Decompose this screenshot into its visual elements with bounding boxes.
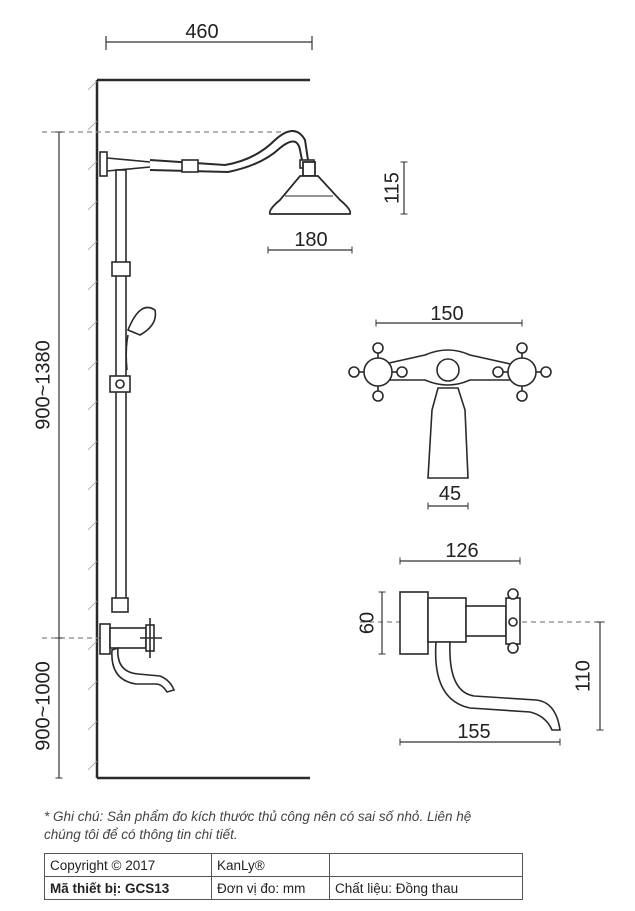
technical-drawing: 460 115 180 900~1380 900~1000 150 45 126…	[32, 21, 605, 780]
right-handle	[492, 342, 552, 402]
dimension-labels: 460 115 180 900~1380 900~1000 150 45 126…	[32, 21, 594, 751]
wall-hatching	[87, 80, 98, 771]
bath-mixer	[99, 618, 176, 693]
shower-column	[99, 130, 315, 613]
empty-cell	[329, 853, 523, 877]
dim-total-height: 900~1380	[32, 340, 54, 430]
dim-top-spout-width: 45	[439, 483, 461, 505]
dim-overall-width: 460	[185, 21, 218, 43]
dim-side-thickness: 60	[356, 612, 378, 634]
note-line-1: * Ghi chú: Sản phẩm đo kích thước thủ cô…	[44, 809, 472, 824]
dim-spout-length: 155	[457, 721, 490, 743]
mixer-top-view	[348, 342, 552, 479]
dim-top-valve-width: 150	[430, 303, 463, 325]
mixer-side-view	[399, 588, 561, 731]
copyright-cell: Copyright © 2017	[44, 853, 212, 877]
left-handle	[348, 342, 408, 402]
dim-side-depth: 126	[445, 540, 478, 562]
shower-head	[268, 161, 352, 215]
model-cell: Mã thiết bị: GCS13	[44, 876, 212, 900]
dim-spout-drop: 110	[572, 660, 594, 692]
unit-cell: Đơn vị đo: mm	[211, 876, 330, 900]
measurement-note: * Ghi chú: Sản phẩm đo kích thước thủ cô…	[44, 808, 564, 844]
brand-cell: KanLy®	[211, 853, 330, 877]
dim-head-height: 115	[381, 172, 403, 204]
dim-mixer-height: 900~1000	[32, 661, 54, 751]
note-line-2: chúng tôi để có thông tin chi tiết.	[44, 827, 238, 842]
wall-structure	[87, 78, 310, 780]
material-cell: Chất liệu: Đồng thau	[329, 876, 523, 900]
product-info-table: Copyright © 2017 KanLy® Mã thiết bị: GCS…	[44, 853, 523, 900]
dimension-lines	[55, 36, 604, 779]
dim-head-diameter: 180	[294, 229, 327, 251]
